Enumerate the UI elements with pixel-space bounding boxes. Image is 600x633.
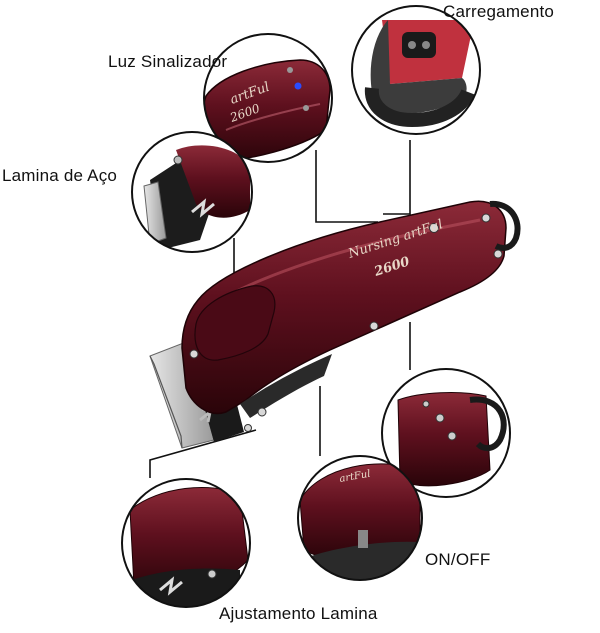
detail-lamina-aco	[131, 131, 253, 253]
line-luz-to-body	[315, 150, 378, 223]
label-luz-sinalizador: Luz Sinalizador	[108, 52, 228, 71]
label-on-off: ON/OFF	[425, 550, 491, 569]
screws	[189, 213, 503, 432]
detail-luz-sinalizador: artFul 2600	[203, 33, 333, 163]
label-carregamento: Carregamento	[443, 2, 555, 21]
line-carregamento	[383, 140, 411, 215]
thumb-pad	[194, 285, 276, 361]
callout-lines	[149, 66, 411, 478]
label-lamina-aco: Lamina de Aço	[2, 166, 118, 185]
detail-side-switch: artFul	[297, 455, 423, 581]
label-ajustamento-lamina: Ajustamento Lamina	[219, 604, 378, 623]
detail-carregamento	[351, 5, 481, 135]
clipper-main: Nursing artFul 2600	[149, 200, 521, 449]
clipper-body	[181, 200, 507, 415]
svg-text:artFul: artFul	[339, 469, 372, 485]
detail-on-off	[381, 368, 511, 498]
detail-ajustamento-lamina	[121, 478, 251, 608]
line-ajuste	[149, 429, 257, 478]
